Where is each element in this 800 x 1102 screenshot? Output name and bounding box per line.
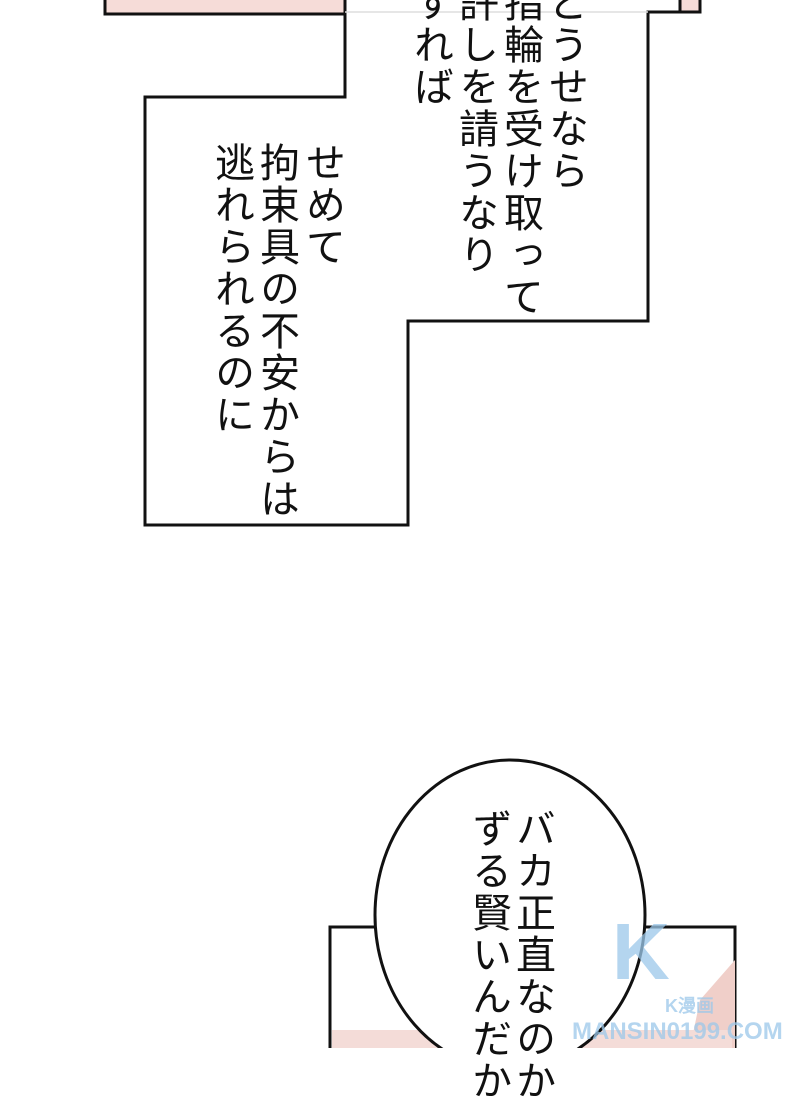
caption-line-4: すれば <box>407 0 453 108</box>
bubble-line-1: バカ正直なのか <box>509 808 555 1102</box>
bubble-line-2: ずる賢いんだか <box>465 808 511 1102</box>
caption-box-outline <box>143 0 682 527</box>
caption-2-line-3: 逃れられるのに <box>208 142 254 436</box>
caption-2-line-1: せめて <box>299 142 345 268</box>
caption-line-2: 指輪を受け取って <box>497 0 543 318</box>
caption-line-1: どうせなら <box>542 0 588 192</box>
watermark-brand: K漫画 <box>665 996 714 1016</box>
panel-art <box>103 0 737 1048</box>
watermark-logo: K <box>612 907 670 996</box>
caption-line-3: 許しを請うなり <box>452 0 498 276</box>
bottom-panel-pink <box>690 960 735 1048</box>
top-panel <box>103 0 347 16</box>
speech-bubble-outline <box>373 758 647 1048</box>
caption-2-line-2: 拘束具の不安からは <box>253 142 299 520</box>
watermark-url: MANSIN0199.COM <box>572 1018 783 1045</box>
